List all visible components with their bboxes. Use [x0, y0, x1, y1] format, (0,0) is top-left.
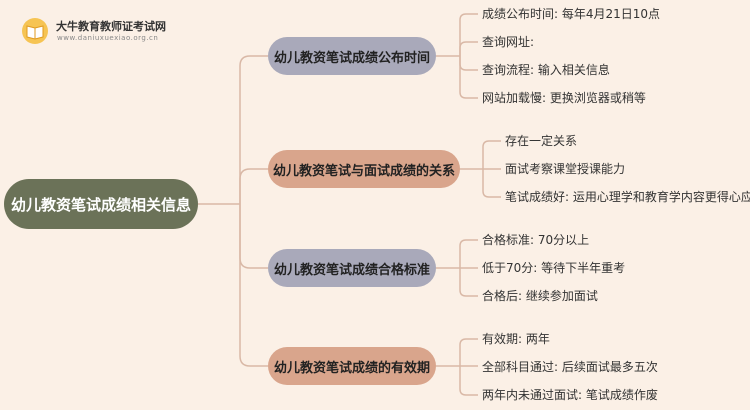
connector-branch-3	[239, 204, 268, 269]
leaf-4-3: 两年内未通过面试: 笔试成绩作废	[482, 388, 658, 402]
connector-branch-1	[239, 55, 268, 204]
site-url: www.daniuxuexiao.org.cn	[57, 34, 159, 42]
connector-branch-4	[239, 204, 268, 367]
connector-leaf-2-1	[482, 140, 501, 169]
leaf-2-1: 存在一定关系	[505, 134, 578, 148]
branch-node-4[interactable]: 幼儿教资笔试成绩的有效期	[268, 347, 436, 385]
root-label: 幼儿教资笔试成绩相关信息	[10, 195, 191, 214]
leaf-3-3: 合格后: 继续参加面试	[482, 289, 598, 303]
branch-node-3[interactable]: 幼儿教资笔试成绩合格标准	[268, 249, 436, 287]
site-logo[interactable]: 大牛教育教师证考试网 www.daniuxuexiao.org.cn	[20, 16, 190, 52]
leaf-1-1: 成绩公布时间: 每年4月21日10点	[482, 7, 661, 21]
open-book-icon	[22, 18, 48, 44]
branch-label: 幼儿教资笔试成绩公布时间	[273, 50, 430, 66]
connector-leaf-1-3	[459, 56, 478, 71]
branch-label: 幼儿教资笔试成绩的有效期	[273, 360, 430, 376]
leaf-1-2: 查询网址:	[482, 35, 535, 49]
leaf-3-1: 合格标准: 70分以上	[482, 233, 590, 247]
leaf-2-2: 面试考察课堂授课能力	[505, 162, 626, 176]
branch-label: 幼儿教资笔试成绩合格标准	[273, 262, 430, 278]
connector-leaf-1-2	[459, 41, 478, 56]
connector-leaf-1-1	[459, 13, 478, 56]
connector-branch-2	[239, 168, 268, 204]
root-node[interactable]: 幼儿教资笔试成绩相关信息	[4, 179, 198, 229]
branch-label: 幼儿教资笔试与面试成绩的关系	[272, 163, 455, 179]
branch-node-2[interactable]: 幼儿教资笔试与面试成绩的关系	[268, 150, 460, 188]
connector-leaf-1-4	[459, 56, 478, 99]
leaf-2-3: 笔试成绩好: 运用心理学和教育学内容更得心应手	[505, 190, 750, 204]
leaf-4-2: 全部科目通过: 后续面试最多五次	[482, 360, 658, 374]
leaf-4-1: 有效期: 两年	[482, 332, 550, 346]
connector-leaf-4-1	[459, 338, 478, 366]
connector-leaf-3-1	[459, 239, 478, 268]
site-name: 大牛教育教师证考试网	[56, 20, 166, 33]
connector-leaf-3-3	[459, 268, 478, 297]
branch-node-1[interactable]: 幼儿教资笔试成绩公布时间	[268, 37, 436, 75]
connector-leaf-2-3	[482, 169, 501, 198]
connector-leaf-4-3	[459, 366, 478, 396]
leaf-1-4: 网站加载慢: 更换浏览器或稍等	[482, 91, 646, 105]
leaf-1-3: 查询流程: 输入相关信息	[482, 63, 610, 77]
leaf-3-2: 低于70分: 等待下半年重考	[482, 261, 626, 275]
